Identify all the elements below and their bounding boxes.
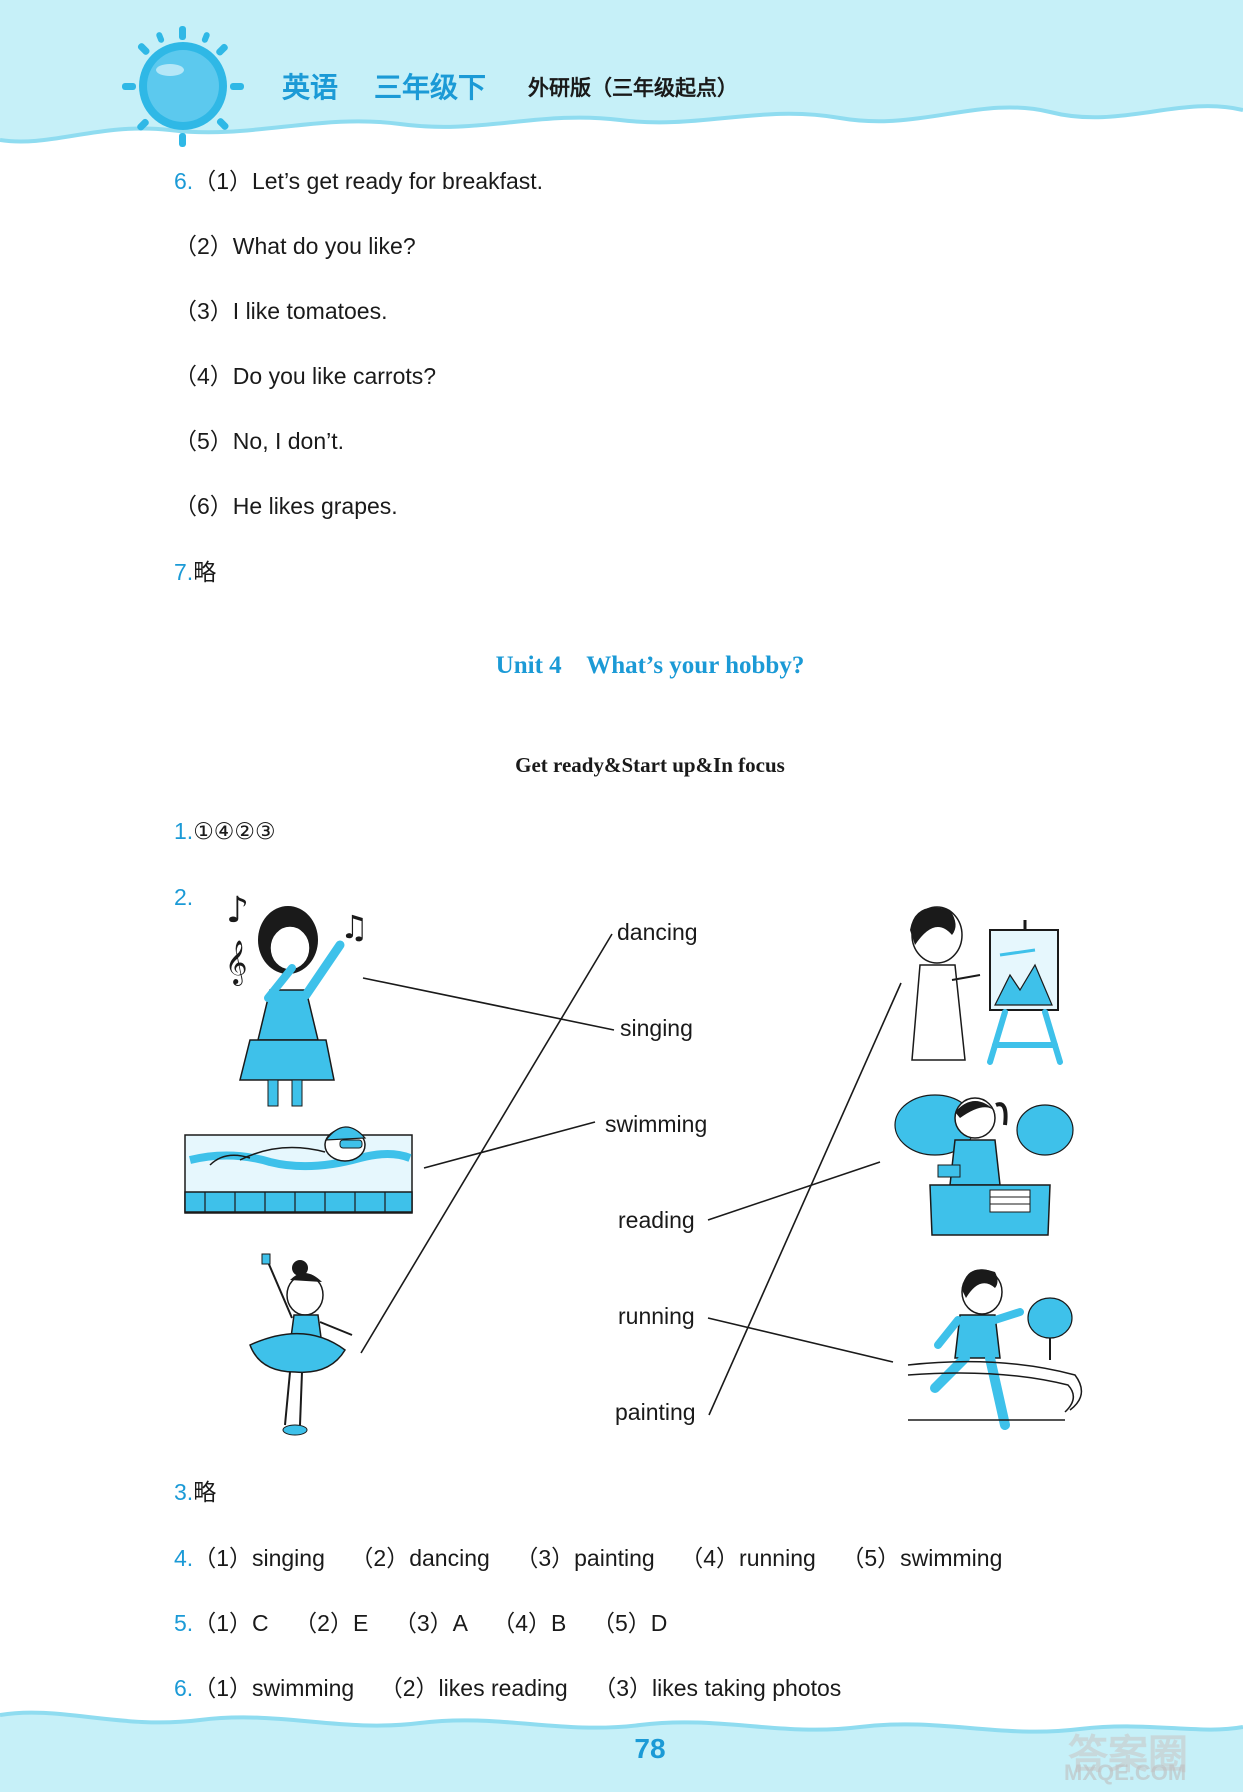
answer-text: （3）I like tomatoes.	[174, 298, 388, 324]
svg-text:♫: ♫	[340, 908, 369, 946]
answer-line: （2）What do you like?	[174, 227, 416, 261]
match-word-dancing: dancing	[617, 919, 698, 945]
answer-text: ①④②③	[193, 818, 276, 844]
answer-text: （2）What do you like?	[174, 233, 416, 259]
dancing-girl-picture	[249, 1253, 353, 1436]
running-boy-picture	[907, 1269, 1083, 1430]
question-number: 1.	[174, 818, 194, 844]
question-2-number: 2.	[174, 884, 194, 910]
sun-icon	[122, 26, 244, 147]
header-background	[0, 0, 1243, 147]
question-number: 4.	[174, 1545, 194, 1571]
answer-line: 5.（1）C （2）E （3）A （4）B （5）D	[174, 1604, 667, 1638]
page-number: 78	[634, 1733, 666, 1764]
header-grade: 三年级下	[374, 71, 487, 104]
question-number: 3.	[174, 1479, 194, 1505]
match-word-reading: reading	[618, 1207, 695, 1233]
question-number: 7.	[174, 559, 194, 585]
singing-girl-picture: ♪ ♫ 𝄞	[225, 890, 369, 1107]
page-header: 英语 三年级下 外研版（三年级起点）	[0, 0, 1243, 160]
match-word-painting: painting	[615, 1399, 696, 1425]
watermark-url: MXQE.COM	[1064, 1760, 1187, 1785]
match-word-running: running	[618, 1303, 695, 1329]
question-number: 6.	[174, 168, 194, 194]
svg-text:♪: ♪	[226, 890, 249, 931]
swimming-boy-picture	[184, 1126, 413, 1214]
reading-girl-picture	[894, 1094, 1074, 1236]
answer-text: （1）C （2）E （3）A （4）B （5）D	[193, 1610, 668, 1636]
question-number: 5.	[174, 1610, 194, 1636]
answer-text: （5）No, I don’t.	[174, 428, 345, 454]
answer-text: （4）Do you like carrots?	[174, 363, 437, 389]
answer-line: 3.略	[174, 1473, 216, 1507]
answer-line: （4）Do you like carrots?	[174, 357, 436, 391]
painting-boy-picture	[910, 906, 1063, 1065]
answer-text: 略	[193, 560, 217, 586]
answer-line: 1.①④②③	[174, 818, 276, 845]
answer-text: 略	[193, 1480, 217, 1506]
header-edition: 外研版（三年级起点）	[528, 76, 738, 100]
unit-title: Unit 4 What’s your hobby?	[495, 652, 805, 679]
answer-text: （6）He likes grapes.	[174, 493, 398, 519]
svg-text:𝄞: 𝄞	[225, 940, 247, 986]
answer-line: （5）No, I don’t.	[174, 422, 344, 456]
answer-text: （1）swimming （2）likes reading （3）likes ta…	[193, 1675, 842, 1701]
watermark-logo: 答案圈	[1068, 1732, 1188, 1778]
answer-text: （1）Let’s get ready for breakfast.	[193, 168, 544, 194]
question-number: 6.	[174, 1675, 194, 1701]
answer-line: 6.（1）Let’s get ready for breakfast.	[174, 162, 543, 196]
answer-line: 4.（1）singing （2）dancing （3）painting （4）r…	[174, 1539, 1002, 1573]
answer-line: （6）He likes grapes.	[174, 487, 398, 521]
section-title: Get ready&Start up&In focus	[515, 753, 785, 777]
answer-line: （3）I like tomatoes.	[174, 292, 387, 326]
match-word-swimming: swimming	[605, 1111, 708, 1137]
match-word-singing: singing	[620, 1015, 693, 1041]
answer-text: （1）singing （2）dancing （3）painting （4）run…	[193, 1545, 1003, 1571]
answer-line: 7.略	[174, 553, 216, 587]
header-subject: 英语	[282, 71, 339, 104]
footer-wave	[0, 1710, 1243, 1792]
answer-line: 6.（1）swimming （2）likes reading （3）likes …	[174, 1669, 841, 1703]
